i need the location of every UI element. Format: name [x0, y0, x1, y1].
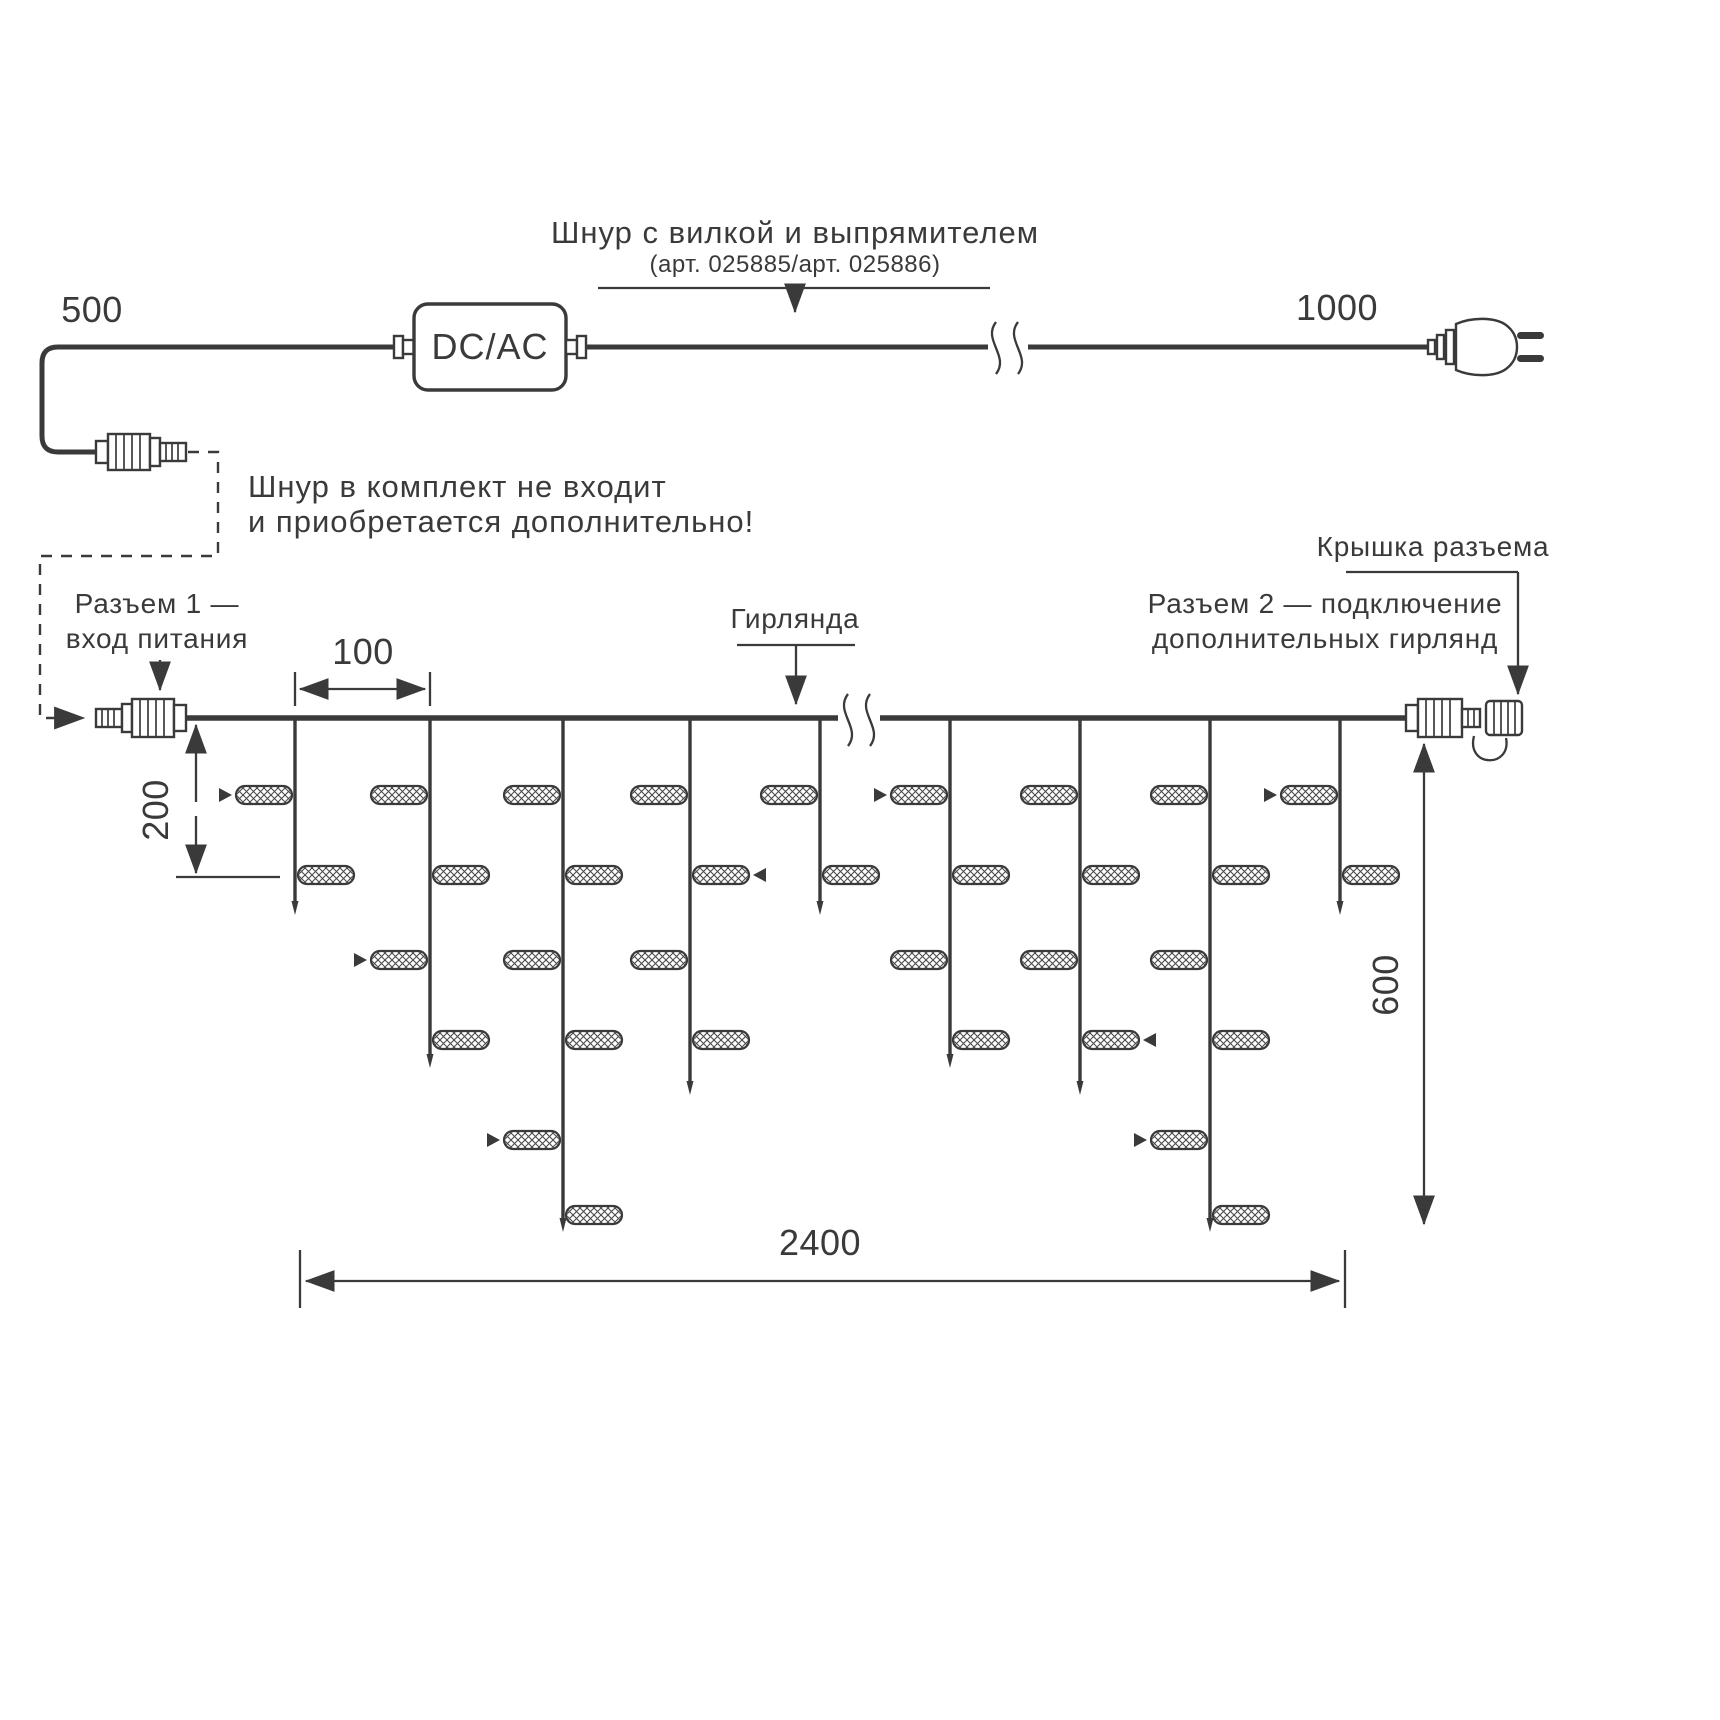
- garland-drop: [629, 720, 766, 1095]
- power-cord-assembly: Шнур с вилкой и выпрямителем (арт. 02588…: [38, 215, 1544, 730]
- cord-connector-icon: [94, 432, 188, 472]
- cap-label: Крышка разъема: [1317, 531, 1550, 562]
- lamp-icon: [691, 864, 751, 886]
- lamp-icon: [431, 1029, 491, 1051]
- connector-1-icon: [94, 697, 188, 739]
- dimension-600: 600: [1365, 742, 1435, 1226]
- lamp-icon: [889, 784, 949, 806]
- clip-arrow-icon: [753, 868, 766, 882]
- lamp-icon: [502, 949, 562, 971]
- lamp-icon: [1211, 1029, 1271, 1051]
- garland-label: Гирлянда: [730, 603, 859, 634]
- garland-drop: [1019, 720, 1156, 1095]
- drop-tip: [426, 1054, 434, 1068]
- cord-article: (арт. 025885/арт. 025886): [650, 251, 941, 278]
- garland-drop: [219, 720, 356, 915]
- garland-drop: [487, 720, 624, 1232]
- connector-2-icon: [1404, 697, 1482, 739]
- lamp-icon: [821, 864, 881, 886]
- clip-arrow-icon: [219, 788, 232, 802]
- garland-labels: Разъем 1 — вход питания Гирлянда Разъем …: [66, 531, 1550, 706]
- dcac-converter: DC/AC: [392, 302, 588, 392]
- connector1-label-1: Разъем 1 —: [75, 588, 240, 619]
- dimension-200: 200: [135, 723, 280, 879]
- dimension-2400: 2400: [298, 1222, 1347, 1308]
- connector-cap-icon: [1471, 699, 1524, 762]
- lamp-icon: [369, 784, 429, 806]
- dim-100-label: 100: [332, 631, 394, 672]
- lamp-icon: [1019, 949, 1079, 971]
- clip-arrow-icon: [874, 788, 887, 802]
- garland-drop: [874, 720, 1011, 1068]
- clip-arrow-icon: [1134, 1133, 1147, 1147]
- lamp-icon: [951, 1029, 1011, 1051]
- drop-tip: [816, 901, 824, 915]
- lamp-icon: [1279, 784, 1339, 806]
- garland-drop: [759, 720, 881, 915]
- lamp-icon: [1081, 1029, 1141, 1051]
- lamp-icon: [1081, 864, 1141, 886]
- clip-arrow-icon: [1264, 788, 1277, 802]
- dim-2400-label: 2400: [779, 1222, 861, 1263]
- dashed-connection-path: [38, 450, 220, 730]
- lamp-icon: [889, 949, 949, 971]
- cable-break-icon: [990, 321, 1024, 375]
- dim-1000-label: 1000: [1296, 287, 1378, 328]
- lamp-icon: [296, 864, 356, 886]
- dimension-100: 100: [293, 631, 432, 706]
- clip-arrow-icon: [487, 1133, 500, 1147]
- cap-strap: [1471, 735, 1508, 762]
- drop-tip: [1206, 1218, 1214, 1232]
- wire-break-icon: [842, 693, 876, 747]
- lamp-icon: [564, 1204, 624, 1226]
- lamp-icon: [431, 864, 491, 886]
- dim-600-label: 600: [1365, 954, 1406, 1016]
- clip-arrow-icon: [1143, 1033, 1156, 1047]
- dcac-label: DC/AC: [431, 326, 548, 367]
- connector2-label-1: Разъем 2 — подключение: [1148, 588, 1503, 619]
- clip-arrow-icon: [354, 953, 367, 967]
- drop-tip: [686, 1081, 694, 1095]
- connector1-label-2: вход питания: [66, 623, 248, 654]
- lamp-icon: [1211, 864, 1271, 886]
- lamp-icon: [1341, 864, 1401, 886]
- dim-200-label: 200: [135, 779, 176, 841]
- lamp-icon: [759, 784, 819, 806]
- lamp-icon: [502, 784, 562, 806]
- lamp-icon: [1019, 784, 1079, 806]
- dim-500-label: 500: [61, 289, 123, 330]
- lamp-icon: [564, 864, 624, 886]
- lamp-icon: [564, 1029, 624, 1051]
- cord-title: Шнур с вилкой и выпрямителем: [551, 215, 1039, 250]
- note-line-2: и приобретается дополнительно!: [248, 504, 754, 539]
- garland-drop: [1264, 720, 1401, 915]
- power-plug-icon: [1426, 317, 1544, 377]
- drop-tip: [559, 1218, 567, 1232]
- lamp-icon: [1211, 1204, 1271, 1226]
- connector2-label-2: дополнительных гирлянд: [1152, 623, 1498, 654]
- drop-tip: [291, 901, 299, 915]
- lamp-icon: [629, 949, 689, 971]
- lamp-icon: [369, 949, 429, 971]
- lamp-icon: [502, 1129, 562, 1151]
- lamp-icon: [1149, 784, 1209, 806]
- drop-tip: [946, 1054, 954, 1068]
- lamp-icon: [691, 1029, 751, 1051]
- garland-assembly: [94, 693, 1524, 1232]
- garland-drop: [354, 720, 491, 1068]
- drop-tip: [1076, 1081, 1084, 1095]
- garland-drop: [1134, 720, 1271, 1232]
- lamp-icon: [1149, 949, 1209, 971]
- lamp-icon: [1149, 1129, 1209, 1151]
- lamp-icon: [951, 864, 1011, 886]
- cord-cable-left: [39, 344, 394, 455]
- note: Шнур в комплект не входит и приобретаетс…: [248, 469, 754, 539]
- lamp-icon: [629, 784, 689, 806]
- lamp-icon: [234, 784, 294, 806]
- drop-tip: [1336, 901, 1344, 915]
- note-line-1: Шнур в комплект не входит: [248, 469, 667, 504]
